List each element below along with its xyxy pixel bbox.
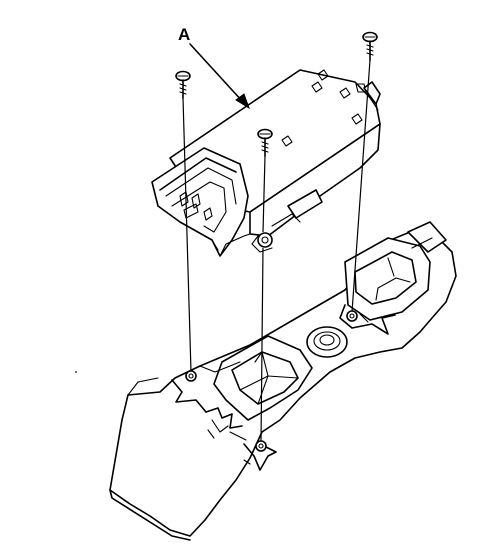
switch-assembly bbox=[151, 69, 381, 257]
callout-a: A bbox=[178, 25, 250, 110]
screw-right bbox=[362, 31, 378, 61]
callout-label: A bbox=[178, 25, 190, 44]
screw-left bbox=[175, 70, 191, 99]
screw-center bbox=[257, 128, 273, 157]
alignment-lines bbox=[182, 59, 371, 443]
speck bbox=[75, 371, 77, 373]
callout-arrowhead bbox=[235, 93, 250, 110]
callout-leader-line bbox=[189, 43, 244, 103]
door-armrest-panel bbox=[109, 221, 457, 541]
panel-screw-holes bbox=[185, 310, 358, 452]
